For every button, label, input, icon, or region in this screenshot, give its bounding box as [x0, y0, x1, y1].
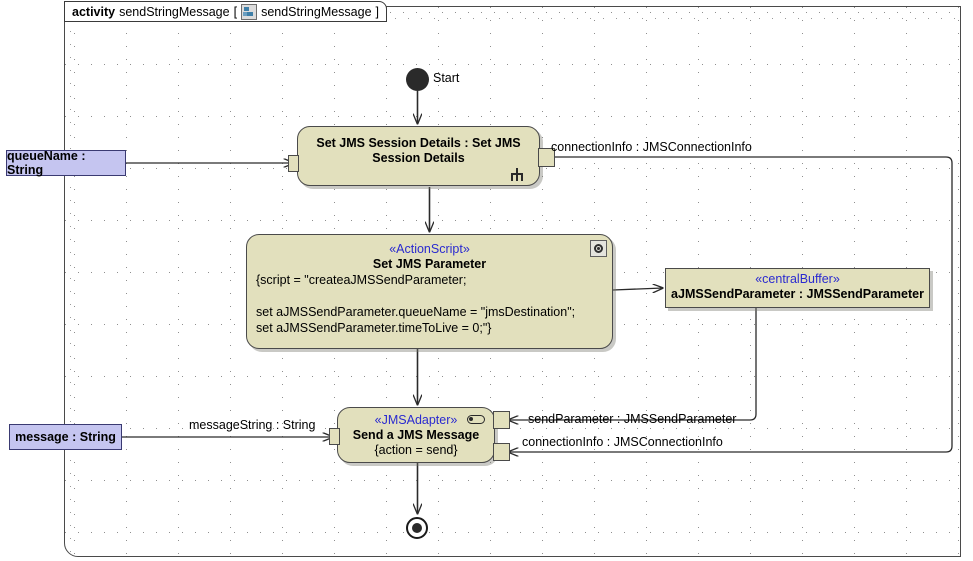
gear-button-icon[interactable]	[590, 240, 607, 257]
node-name: Set JMS Parameter	[372, 257, 487, 271]
edge-label-connectioninfo-top: connectionInfo : JMSConnectionInfo	[551, 140, 752, 154]
frame-title-bracket-close: ]	[375, 4, 380, 19]
frame-title-bracket-open: [	[233, 4, 238, 19]
activity-frame-title[interactable]: activity sendStringMessage [ sendStringM…	[64, 1, 388, 22]
node-name-line2: Session Details	[372, 151, 465, 165]
edge-label-messagestring: messageString : String	[189, 418, 316, 432]
action-node-set-jms-parameter[interactable]: «ActionScript» Set JMS Parameter {script…	[246, 234, 613, 349]
edge-label-sendparameter: sendParameter : JMSSendParameter	[528, 412, 737, 426]
activity-parameter-queuename[interactable]: queueName : String	[6, 149, 126, 177]
input-pin-adapter-messagestring[interactable]	[329, 428, 340, 445]
parameter-label: queueName : String	[7, 149, 86, 177]
edge-session-to-adapter-connectioninfo	[508, 156, 953, 452]
rake-icon	[510, 168, 524, 181]
node-body: {action = send}	[374, 443, 458, 457]
node-name-line1: Set JMS Session Details : Set JMS	[316, 136, 521, 150]
node-stereotype: «ActionScript»	[389, 242, 470, 256]
input-pin-adapter-connectioninfo[interactable]	[493, 443, 510, 461]
node-stereotype: «JMSAdapter»	[374, 413, 458, 427]
edge-script-to-buffer	[612, 288, 663, 290]
node-body-line3: set aJMSSendParameter.queueName = "jmsDe…	[256, 305, 576, 319]
activity-final-node[interactable]	[406, 517, 428, 539]
node-name: aJMSSendParameter : JMSSendParameter	[671, 287, 924, 301]
start-label: Start	[433, 71, 460, 85]
action-node-set-jms-session-details[interactable]: Set JMS Session Details : Set JMS Sessio…	[297, 126, 540, 186]
central-buffer-node-ajmssendparameter[interactable]: «centralBuffer» aJMSSendParameter : JMSS…	[665, 268, 930, 308]
input-pin-session-queuename[interactable]	[288, 155, 299, 172]
pill-icon	[467, 415, 485, 424]
node-name: Send a JMS Message	[352, 428, 480, 442]
activity-diagram-icon	[241, 3, 258, 20]
frame-title-keyword: activity	[72, 4, 116, 19]
parameter-label: message : String	[15, 430, 116, 444]
node-body-line1: {script = "createaJMSSendParameter;	[256, 273, 467, 287]
node-stereotype: «centralBuffer»	[755, 272, 840, 286]
frame-tab-name: sendStringMessage	[261, 4, 372, 19]
input-pin-adapter-sendparameter[interactable]	[493, 411, 510, 429]
frame-title-name: sendStringMessage	[119, 4, 230, 19]
edge-label-connectioninfo-bottom: connectionInfo : JMSConnectionInfo	[522, 435, 723, 449]
initial-node[interactable]	[406, 68, 429, 91]
action-node-send-a-jms-message[interactable]: «JMSAdapter» Send a JMS Message {action …	[337, 407, 495, 463]
node-body-line4: set aJMSSendParameter.timeToLive = 0;"}	[256, 321, 492, 335]
node-body-line2	[256, 288, 603, 304]
activity-parameter-message[interactable]: message : String	[9, 424, 122, 450]
